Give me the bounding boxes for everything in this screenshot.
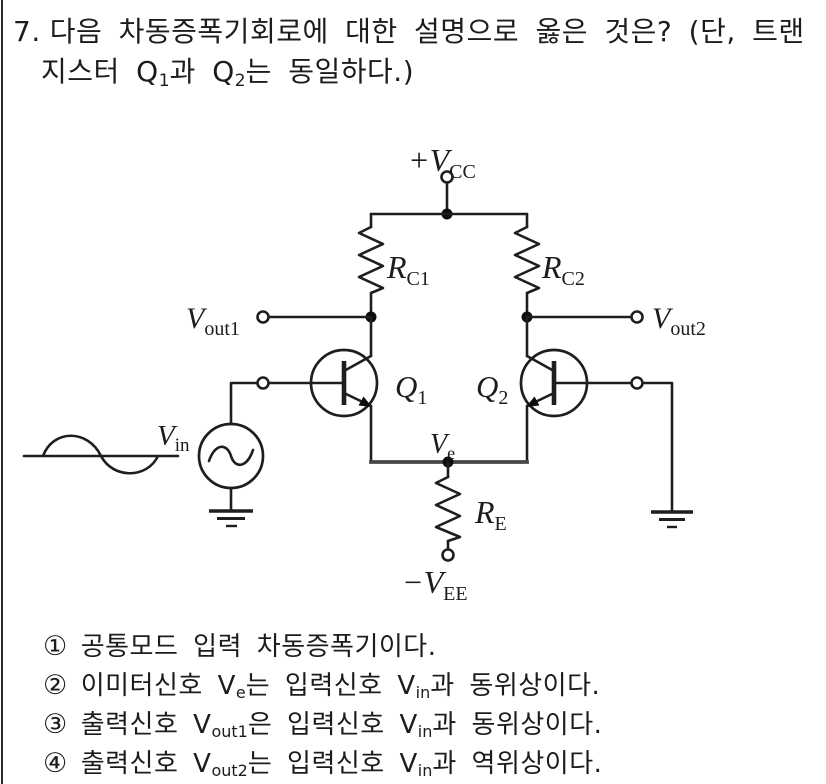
option-2: ② 이미터신호 Ve는 입력신호 Vin과 동위상이다. <box>43 665 803 704</box>
option-4: ④ 출력신호 Vout2는 입력신호 Vin과 역위상이다. <box>43 743 803 782</box>
question-line-1: 7.다음 차동증폭기회로에 대한 설명으로 옳은 것은? (단, 트랜 <box>13 12 813 52</box>
vout1-output: Vout1 <box>186 302 377 340</box>
question-text-line1: 다음 차동증폭기회로에 대한 설명으로 옳은 것은? (단, 트랜 <box>49 15 805 48</box>
option-3-text: 출력신호 Vout1은 입력신호 Vin과 동위상이다. <box>80 710 603 741</box>
re-label: RE <box>474 494 507 535</box>
question-number: 7. <box>13 15 41 48</box>
question-line-2: 지스터 Q1과 Q2는 동일하다.) <box>41 55 415 91</box>
option-4-text: 출력신호 Vout2는 입력신호 Vin과 역위상이다. <box>80 749 603 780</box>
q2-base-ground-wire <box>641 381 674 514</box>
vout1-terminal-circle <box>256 310 270 324</box>
vin-label: Vin <box>157 420 190 456</box>
q2-base-terminal-circle <box>630 376 644 390</box>
option-3: ③ 출력신호 Vout1은 입력신호 Vin과 동위상이다. <box>43 704 803 743</box>
vcc-terminal: +VCC <box>408 142 476 220</box>
q1-collector-lead <box>342 354 373 373</box>
q1-emitter-arrow <box>358 396 372 407</box>
sine-symbol <box>207 445 255 466</box>
vee-label: −VEE <box>402 564 468 605</box>
options-list: ① 공통모드 입력 차동증폭기이다. ② 이미터신호 Ve는 입력신호 Vin과… <box>43 626 803 782</box>
vout2-label: Vout2 <box>652 302 706 340</box>
q1-label: Q1 <box>395 369 427 409</box>
input-waveform-sketch <box>22 434 180 475</box>
rc2-zigzag <box>513 225 541 295</box>
transistor-q2: Q2 <box>476 315 644 464</box>
resistor-rc2: RC2 <box>513 212 585 319</box>
q2-collector-lead <box>525 354 556 373</box>
ve-label: Ve <box>430 429 455 463</box>
option-1: ① 공통모드 입력 차동증폭기이다. <box>43 626 803 665</box>
vee-terminal-circle <box>441 548 455 562</box>
vout2-output: Vout2 <box>521 302 706 340</box>
option-3-number: ③ <box>43 709 68 740</box>
option-2-number: ② <box>43 670 68 701</box>
option-1-text: 공통모드 입력 차동증폭기이다. <box>80 632 437 662</box>
vin-to-base-wire <box>229 381 259 426</box>
vin-source: Vin <box>157 381 265 528</box>
q2-emitter-arrow <box>526 396 540 407</box>
question-block: 7.다음 차동증폭기회로에 대한 설명으로 옳은 것은? (단, 트랜 지스터 … <box>13 12 813 92</box>
vcc-terminal-circle <box>440 170 454 184</box>
column-divider-line <box>1 0 3 784</box>
resistor-rc1: RC1 <box>357 212 430 319</box>
rc1-zigzag <box>357 225 385 295</box>
q2-base-ground <box>641 381 693 529</box>
option-1-number: ① <box>43 631 68 662</box>
resistor-re: RE −VEE <box>402 460 507 605</box>
vout1-label: Vout1 <box>186 302 240 340</box>
waveform-sine-curve <box>41 434 160 475</box>
q2-label: Q2 <box>476 369 508 409</box>
rc1-label: RC1 <box>386 249 430 290</box>
option-2-text: 이미터신호 Ve는 입력신호 Vin과 동위상이다. <box>80 671 601 702</box>
rc2-label: RC2 <box>541 249 585 290</box>
option-4-number: ④ <box>43 748 68 779</box>
transistor-q1: Q1 <box>256 315 427 464</box>
q1-base-terminal-circle <box>256 376 270 390</box>
re-zigzag <box>434 475 462 543</box>
vout2-terminal-circle <box>630 310 644 324</box>
